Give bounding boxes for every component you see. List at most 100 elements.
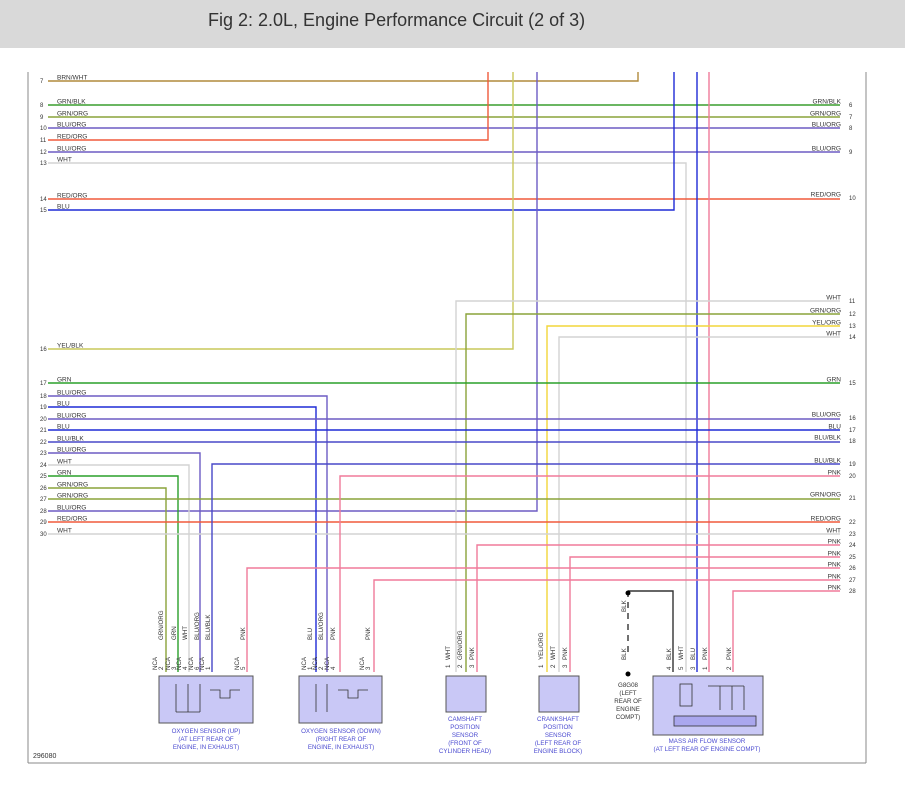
wire-blu-15 (48, 72, 675, 211)
wire-blu-org-18 (48, 395, 328, 672)
right-pin-number: 10 (849, 196, 856, 202)
o2-down-nca-label: NCA (301, 656, 308, 670)
cam-pin-number: 2 (457, 664, 464, 668)
left-wire-label: BLU/ORG (57, 146, 86, 153)
ground-caption: G8G08 (618, 682, 639, 689)
left-wire-label: BLU (57, 204, 70, 211)
ground-caption: ENGINE (616, 706, 640, 713)
cam-wire-label: WHT (445, 646, 452, 660)
wire-wht-13 (48, 162, 687, 672)
left-wire-label: BLU (57, 401, 70, 408)
crankshaft-sensor-caption: SENSOR (545, 732, 572, 739)
wire-pnk-r24 (476, 544, 840, 672)
wire-pnk-r26 (246, 567, 840, 672)
right-wire-label: BLU/BLK (814, 458, 841, 465)
right-pin-number: 21 (849, 496, 856, 502)
left-pin-number: 17 (40, 381, 47, 387)
right-wire-label: WHT (826, 331, 841, 338)
maf-pin-number: 1 (702, 666, 709, 670)
maf-internal-board (673, 715, 757, 727)
right-pin-number: 14 (849, 335, 856, 341)
right-wire-label: PNK (828, 574, 842, 581)
wire-grn-org-r12 (465, 313, 840, 672)
right-pin-number: 6 (849, 103, 853, 109)
left-pin-number: 18 (40, 394, 47, 400)
o2-down-nca-label: NCA (312, 656, 319, 670)
right-wire-label: GRN (827, 377, 842, 384)
camshaft-sensor-caption: (FRONT OF (448, 740, 482, 747)
left-wire-label: BLU/ORG (57, 122, 86, 129)
o2-sensor-up-body (158, 675, 254, 724)
o2-sensor-down-body (298, 675, 383, 724)
crank-pin-number: 1 (538, 664, 545, 668)
o2-up-wire-label: WHT (182, 626, 189, 640)
right-wire-label: WHT (826, 528, 841, 535)
right-wire-label: BLU/BLK (814, 435, 841, 442)
left-pin-number: 24 (40, 463, 47, 469)
right-pin-number: 13 (849, 324, 856, 330)
left-pin-number: 14 (40, 197, 47, 203)
o2-down-pin-number: 4 (330, 666, 337, 670)
left-pin-number: 8 (40, 103, 44, 109)
left-wire-label: GRN/BLK (57, 99, 86, 106)
crankshaft-sensor-caption: CRANKSHAFT (537, 716, 579, 723)
o2-up-nca-label: NCA (176, 656, 183, 670)
camshaft-sensor-caption: SENSOR (452, 732, 479, 739)
wire-blu-blk-r19 (211, 463, 840, 672)
right-wire-label: PNK (828, 539, 842, 546)
o2-down-pin-number: 2 (318, 666, 325, 670)
maf-pin-number: 4 (666, 666, 673, 670)
wire-pnk-r27 (373, 579, 840, 672)
o2-up-pin-number: 3 (171, 666, 178, 670)
left-wire-label: RED/ORG (57, 193, 87, 200)
o2-down-wire-label: PNK (330, 626, 337, 640)
right-wire-label: BLU/ORG (812, 122, 841, 129)
ground-caption: REAR OF (614, 698, 642, 705)
o2-down-wire-label: BLU (307, 628, 314, 640)
figure-number: 296080 (33, 753, 56, 760)
camshaft-sensor-caption: CYLINDER HEAD) (439, 748, 491, 755)
wire-pnk-r25 (569, 556, 840, 672)
crank-wire-label: WHT (550, 646, 557, 660)
wire-grn-org-26 (48, 487, 167, 672)
left-pin-number: 9 (40, 115, 44, 121)
o2-up-pin-number: 1 (205, 666, 212, 670)
o2-up-wire-label: BLU/ORG (194, 612, 201, 640)
o2-up-pin-number: 5 (240, 666, 247, 670)
right-wire-label: PNK (828, 470, 842, 477)
left-pin-number: 23 (40, 451, 47, 457)
right-pin-number: 25 (849, 555, 856, 561)
maf-wire-label: PNK (726, 646, 733, 660)
left-wire-label: RED/ORG (57, 134, 87, 141)
left-pin-number: 21 (40, 428, 47, 434)
o2-down-wire-label: PNK (365, 626, 372, 640)
wire-yel-blk-16 (48, 72, 514, 350)
left-wire-label: GRN/ORG (57, 111, 88, 118)
right-pin-number: 27 (849, 578, 856, 584)
right-pin-number: 19 (849, 462, 856, 468)
right-pin-number: 26 (849, 566, 856, 572)
left-wire-label: BLU (57, 424, 70, 431)
o2-sensor-down-caption: (RIGHT REAR OF (316, 736, 367, 743)
camshaft-sensor-caption: CAMSHAFT (448, 716, 482, 723)
maf-wire-label: PNK (702, 646, 709, 660)
o2-up-pin-number: 4 (182, 666, 189, 670)
o2-up-wire-label: PNK (240, 626, 247, 640)
cam-wire-label: PNK (469, 646, 476, 660)
left-wire-label: WHT (57, 528, 72, 535)
crank-pin-number: 3 (562, 664, 569, 668)
o2-down-pin-number: 3 (365, 666, 372, 670)
figure-title: Fig 2: 2.0L, Engine Performance Circuit … (208, 10, 586, 30)
crankshaft-sensor-body (538, 675, 580, 713)
o2-down-nca-label: NCA (324, 656, 331, 670)
figure-header-bar: Fig 2: 2.0L, Engine Performance Circuit … (0, 0, 905, 48)
left-pin-number: 16 (40, 347, 47, 353)
right-wire-label: GRN/ORG (810, 308, 841, 315)
o2-up-nca-label: NCA (199, 656, 206, 670)
right-pin-number: 12 (849, 312, 856, 318)
right-pin-number: 17 (849, 428, 856, 434)
o2-down-internal-circuit (315, 684, 368, 712)
o2-sensor-up-caption: OXYGEN SENSOR (UP) (172, 728, 241, 735)
